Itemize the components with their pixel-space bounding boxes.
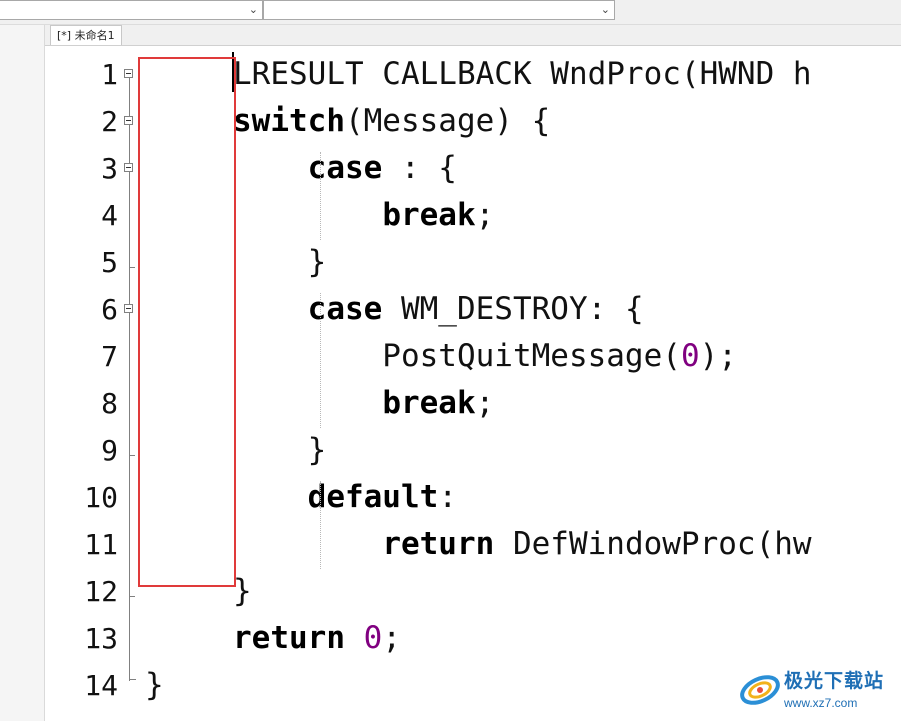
tab-untitled-1[interactable]: [*] 未命名1 <box>50 25 122 45</box>
code-token: WM_DESTROY: { <box>382 291 644 327</box>
keyword-token: case <box>307 150 383 186</box>
code-token: DefWindowProc(hw <box>494 526 812 562</box>
code-token <box>233 197 382 233</box>
code-token: ; <box>475 197 495 233</box>
watermark-url: www.xz7.com <box>784 696 858 710</box>
code-token: } <box>233 573 252 609</box>
code-token: ; <box>382 620 401 656</box>
text-caret <box>232 52 234 92</box>
code-token: } <box>233 432 327 468</box>
code-token <box>345 620 364 656</box>
code-token: ); <box>699 338 737 374</box>
keyword-token: return <box>233 620 345 656</box>
keyword-token: default <box>307 479 439 515</box>
line-number: 8 <box>101 387 118 420</box>
line-number: 11 <box>84 528 118 561</box>
line-number: 13 <box>84 622 118 655</box>
fold-end-tick <box>129 455 135 456</box>
keyword-token: case <box>307 291 383 327</box>
tab-strip: [*] 未命名1 <box>45 25 901 46</box>
swirl-logo-icon <box>740 675 780 705</box>
code-line[interactable]: } <box>233 568 252 615</box>
fold-toggle-icon[interactable] <box>124 69 133 78</box>
line-number: 3 <box>101 152 118 185</box>
side-panel <box>0 25 45 721</box>
code-token: LRESULT CALLBACK WndProc(HWND h <box>233 56 812 92</box>
code-token <box>233 479 308 515</box>
fold-toggle-icon[interactable] <box>124 304 133 313</box>
chevron-down-icon: ⌄ <box>600 3 610 16</box>
keyword-token: break <box>382 197 476 233</box>
code-line[interactable]: break; <box>233 192 494 239</box>
fold-end-marker <box>129 679 136 680</box>
code-line[interactable]: case : { <box>233 145 457 192</box>
code-token: ; <box>475 385 495 421</box>
number-token: 0 <box>680 338 700 374</box>
fold-toggle-icon[interactable] <box>124 163 133 172</box>
code-token: : { <box>382 150 457 186</box>
line-number: 10 <box>84 481 118 514</box>
indent-guide <box>320 293 321 428</box>
code-token <box>233 291 308 327</box>
code-line[interactable]: return 0; <box>233 615 401 662</box>
code-token <box>233 385 382 421</box>
code-line[interactable]: LRESULT CALLBACK WndProc(HWND h <box>233 51 812 98</box>
code-token: (Message) { <box>344 103 551 139</box>
keyword-token: break <box>382 385 476 421</box>
code-token: } <box>233 244 327 280</box>
line-number: 14 <box>84 669 118 702</box>
fold-line <box>129 72 130 681</box>
code-line[interactable]: break; <box>233 380 494 427</box>
code-line[interactable]: } <box>233 239 327 286</box>
code-token: : <box>438 479 457 515</box>
code-line[interactable]: PostQuitMessage(0); <box>233 333 737 380</box>
line-number: 5 <box>101 246 118 279</box>
indent-guide <box>320 152 321 240</box>
line-number: 2 <box>101 105 118 138</box>
code-token: PostQuitMessage( <box>233 338 681 374</box>
number-token: 0 <box>363 620 383 656</box>
line-number: 4 <box>101 199 118 232</box>
highlight-annotation-box <box>138 57 236 587</box>
code-line[interactable]: switch(Message) { <box>233 98 550 145</box>
fold-end-tick <box>129 267 135 268</box>
code-token <box>233 150 308 186</box>
line-number: 6 <box>101 293 118 326</box>
code-token: } <box>145 667 164 703</box>
indent-guide <box>320 481 321 569</box>
code-line[interactable]: case WM_DESTROY: { <box>233 286 644 333</box>
code-editor[interactable]: 123456789101112131415 LRESULT CALLBACK W… <box>45 46 901 721</box>
code-line[interactable]: } <box>145 662 164 709</box>
line-number: 15 <box>45 709 118 721</box>
scope-dropdown[interactable]: ⌄ <box>0 0 263 20</box>
symbol-dropdown[interactable]: ⌄ <box>263 0 615 20</box>
line-number-gutter: 123456789101112131415 <box>45 46 142 721</box>
line-number: 7 <box>101 340 118 373</box>
line-number: 9 <box>101 434 118 467</box>
keyword-token: return <box>382 526 495 562</box>
toolbar: ⌄ ⌄ <box>0 0 901 25</box>
chevron-down-icon: ⌄ <box>248 3 258 16</box>
code-line[interactable]: return DefWindowProc(hw <box>233 521 812 568</box>
watermark-title: 极光下载站 <box>784 670 885 692</box>
line-number: 1 <box>101 58 118 91</box>
code-line[interactable]: } <box>233 427 327 474</box>
code-line[interactable]: default: <box>233 474 457 521</box>
keyword-token: switch <box>233 103 345 139</box>
line-number: 12 <box>84 575 118 608</box>
fold-toggle-icon[interactable] <box>124 116 133 125</box>
fold-end-tick <box>129 596 135 597</box>
code-token <box>233 526 382 562</box>
watermark: 极光下载站 www.xz7.com <box>738 662 898 718</box>
